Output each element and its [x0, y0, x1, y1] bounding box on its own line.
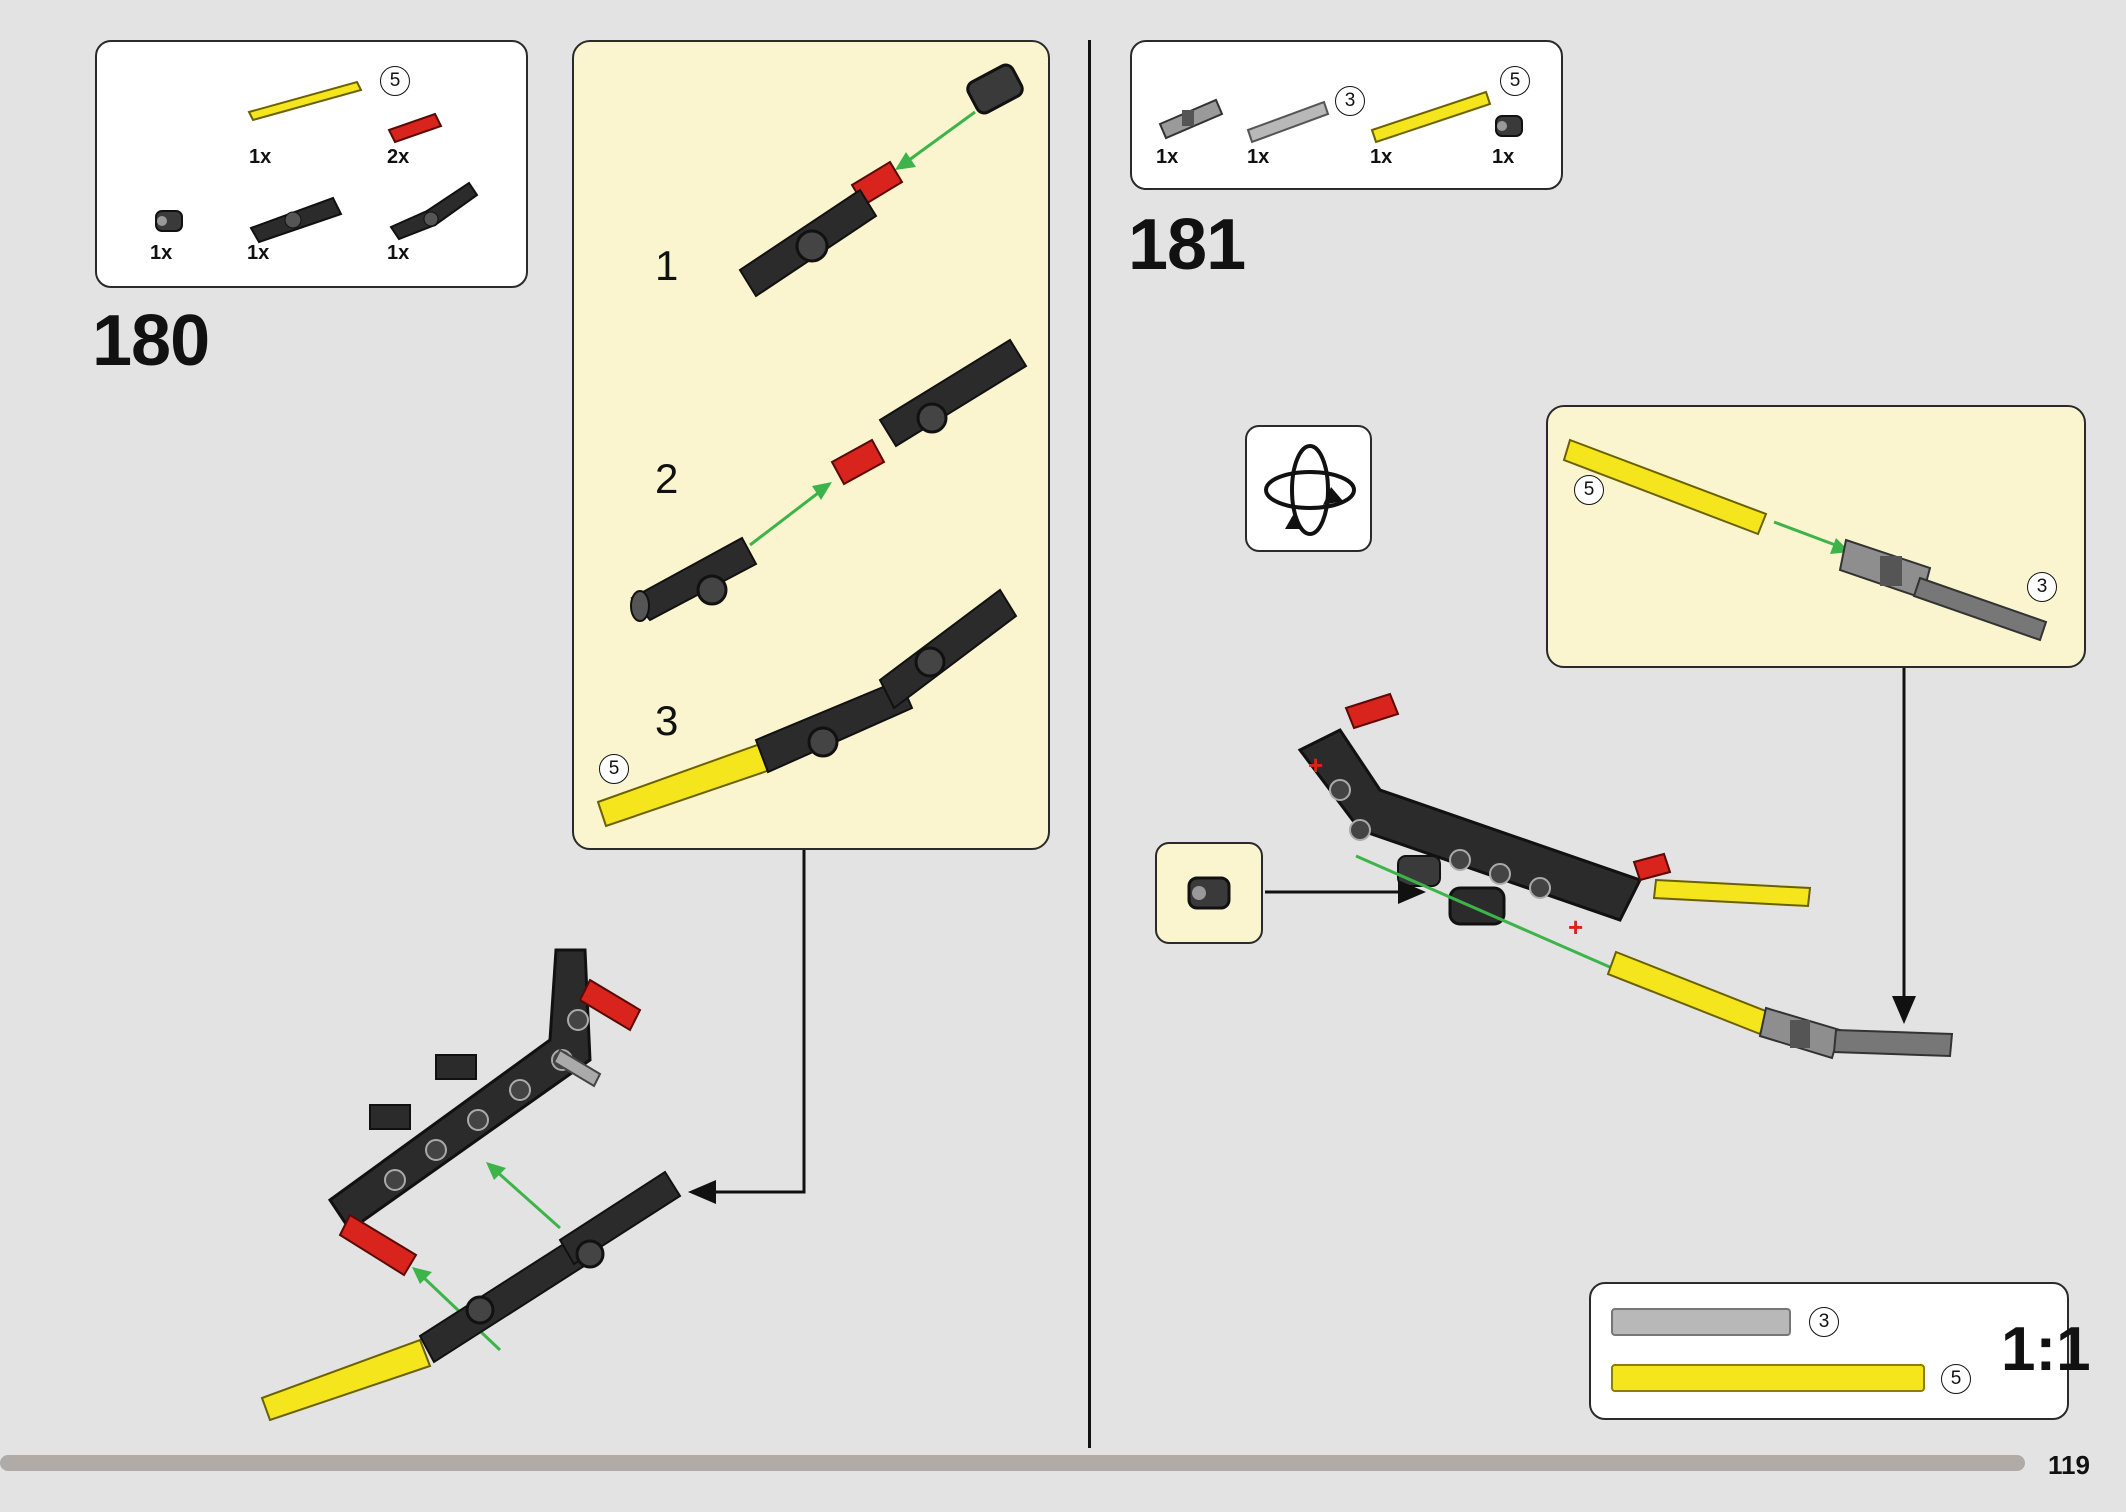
part-qty: 1x [1492, 146, 1515, 168]
ruler-axle-3 [1611, 1308, 1791, 1336]
page-number: 119 [2048, 1450, 2090, 1480]
page-divider [1088, 40, 1091, 1448]
substep-number: 1 [655, 242, 679, 289]
parts-list-181: 1x 3 1x 5 1x 1x [1130, 40, 1563, 190]
svg-text:+: + [1568, 912, 1583, 942]
bush-icon [1495, 115, 1523, 137]
part-badge-axle-5: 5 [380, 66, 410, 96]
svg-text:+: + [1308, 750, 1323, 780]
rotate-model-icon [1245, 425, 1372, 552]
substep-number: 3 [655, 697, 679, 744]
part-qty: 1x [1247, 146, 1270, 168]
part-badge-axle-5: 5 [1574, 475, 1604, 505]
parts-list-180: 5 1x 2x 1x 1x 1x [95, 40, 528, 288]
part-badge-axle-5: 5 [599, 754, 629, 784]
part-qty: 1x [247, 242, 270, 264]
step-number-181: 181 [1128, 205, 1246, 285]
part-qty: 1x [249, 146, 272, 168]
substep-number: 2 [655, 455, 679, 502]
bush-icon [1187, 876, 1231, 910]
grey-axle-3-icon [1246, 100, 1330, 144]
part-qty: 2x [387, 146, 410, 168]
bush-callout [1155, 842, 1263, 944]
part-badge-axle-3: 3 [1335, 86, 1365, 116]
part-qty: 1x [1156, 146, 1179, 168]
step-number-180: 180 [92, 301, 210, 381]
ruler-axle-5 [1611, 1364, 1925, 1392]
yellow-axle-5-icon [247, 80, 363, 122]
scale-label: 1:1 [2001, 1315, 2091, 1384]
progress-bar [0, 1455, 2025, 1471]
universal-joint-icon [1158, 98, 1224, 140]
part-badge-axle-3: 3 [2027, 572, 2057, 602]
part-badge-axle-5: 5 [1500, 66, 1530, 96]
black-connector-icon [249, 196, 343, 244]
scale-ruler: 3 5 1:1 [1589, 1282, 2091, 1420]
ruler-badge-3: 3 [1809, 1307, 1839, 1337]
yellow-axle-5-icon [1370, 90, 1492, 144]
part-qty: 1x [387, 242, 410, 264]
subassembly-panel-180 [572, 40, 1050, 850]
part-qty: 1x [1370, 146, 1393, 168]
ruler-badge-5: 5 [1941, 1364, 1971, 1394]
red-pin-icon [387, 112, 443, 144]
black-angled-connector-icon [389, 181, 479, 241]
part-qty: 1x [150, 242, 173, 264]
bush-icon [155, 210, 183, 232]
